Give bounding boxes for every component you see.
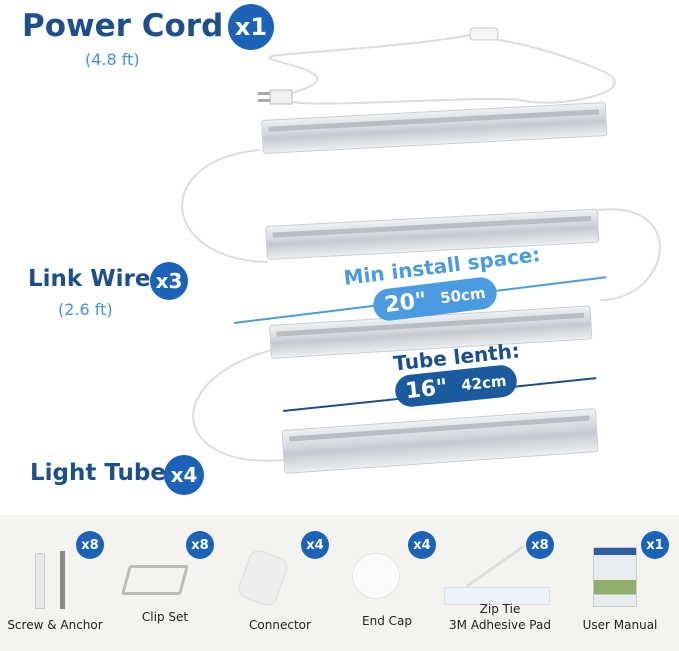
min-install-cm: 50cm: [439, 283, 487, 308]
link-wire-title: Link Wire: [28, 266, 151, 292]
accessory-label: Connector: [249, 618, 311, 632]
count-badge: x8: [186, 531, 214, 559]
light-tube-title: Light Tube: [30, 460, 166, 486]
power-cord-length: (4.8 ft): [85, 50, 140, 69]
accessory-label: End Cap: [362, 614, 412, 628]
adhesive-pad-icon: [444, 587, 550, 605]
accessory-user-manual: x1 User Manual: [565, 515, 675, 651]
count-badge: x4: [408, 531, 436, 559]
accessory-zip-tie-pad: x8 Zip Tie 3M Adhesive Pad: [440, 515, 560, 651]
accessory-end-cap: x4 End Cap: [332, 515, 442, 651]
screw-icon: [60, 551, 65, 609]
light-tube-count-badge: x4: [164, 455, 204, 495]
power-cord-title: Power Cord: [22, 8, 224, 44]
count-badge: x8: [76, 531, 104, 559]
accessory-label: Screw & Anchor: [7, 618, 103, 632]
cords-illustration: [181, 27, 661, 462]
end-cap-icon: [352, 553, 400, 599]
accessory-screw-anchor: x8 Screw & Anchor: [0, 515, 110, 651]
connector-icon: [235, 547, 291, 609]
screw-anchor-icon: [35, 553, 45, 609]
link-wire-count-badge: x3: [150, 262, 188, 300]
clip-icon: [120, 565, 190, 595]
count-badge: x1: [641, 531, 669, 559]
accessory-connector: x4 Connector: [225, 515, 335, 651]
tube-length-inches: 16": [404, 374, 449, 404]
accessory-label: User Manual: [582, 618, 658, 632]
manual-icon: [593, 547, 637, 607]
accessory-clip-set: x8 Clip Set: [110, 515, 220, 651]
min-install-inches: 20": [383, 287, 428, 318]
tube-length-cm: 42cm: [460, 371, 508, 395]
accessory-label: Clip Set: [141, 610, 189, 624]
power-cord-count-badge: x1: [228, 4, 274, 50]
accessory-label: Zip Tie 3M Adhesive Pad: [449, 602, 551, 632]
accessories-panel: x8 Screw & Anchor x8 Clip Set x4 Connect…: [0, 515, 679, 651]
count-badge: x4: [301, 531, 329, 559]
count-badge: x8: [526, 531, 554, 559]
link-wire-length: (2.6 ft): [58, 300, 113, 319]
zip-tie-icon: [465, 545, 525, 588]
